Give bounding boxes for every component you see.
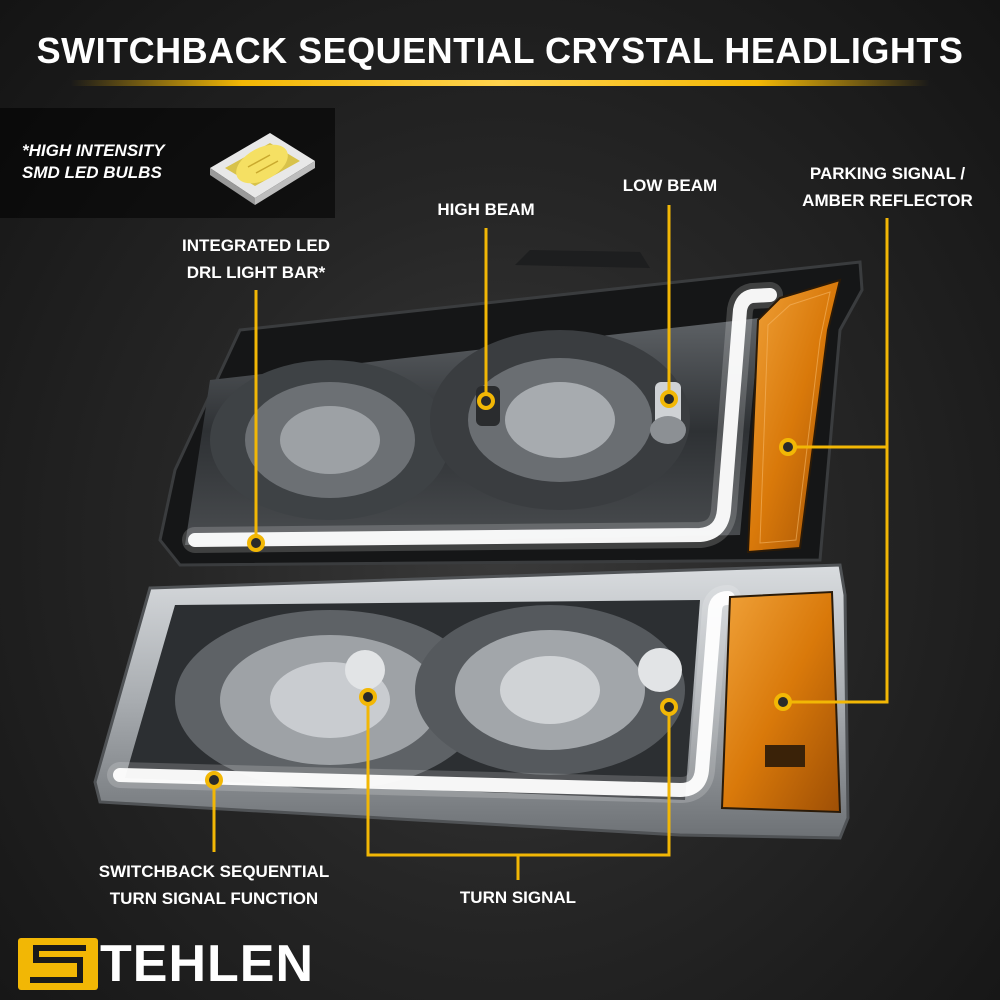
amber-reflector-callout-dot [774, 693, 792, 711]
smd-led-text: *HIGH INTENSITY SMD LED BULBS [22, 140, 165, 184]
parking-label-line1: PARKING SIGNAL / [809, 164, 966, 183]
low-beam-label: LOW BEAM [622, 176, 718, 195]
turn-signal-label: TURN SIGNAL [459, 888, 577, 907]
brand-name: TEHLEN [100, 935, 314, 993]
switchback-turn-signal-label: SWITCHBACK SEQUENTIAL TURN SIGNAL FUNCTI… [84, 858, 344, 912]
turn-signal-right-callout-dot [660, 698, 678, 716]
drl-callout-dot [247, 534, 265, 552]
drl-label-line2: DRL LIGHT BAR* [186, 263, 326, 282]
parking-signal-label: PARKING SIGNAL / AMBER REFLECTOR [785, 160, 990, 214]
smd-led-badge: *HIGH INTENSITY SMD LED BULBS [0, 108, 335, 218]
high-beam-callout-dot [477, 392, 495, 410]
switchback-label-line1: SWITCHBACK SEQUENTIAL [98, 862, 330, 881]
title-underline [70, 80, 930, 86]
switchback-label-line2: TURN SIGNAL FUNCTION [109, 889, 319, 908]
turn-signal-left-callout-dot [359, 688, 377, 706]
drl-light-bar-label: INTEGRATED LED DRL LIGHT BAR* [156, 232, 356, 286]
low-beam-callout-dot [660, 390, 678, 408]
parking-signal-callout-dot [779, 438, 797, 456]
switchback-callout-dot [205, 771, 223, 789]
smd-led-line2: SMD LED BULBS [22, 163, 162, 182]
page-title: SWITCHBACK SEQUENTIAL CRYSTAL HEADLIGHTS [36, 30, 964, 71]
smd-led-line1: *HIGH INTENSITY [22, 141, 165, 160]
smd-led-chip-icon [210, 133, 315, 205]
drl-label-line1: INTEGRATED LED [182, 236, 330, 255]
high-beam-label: HIGH BEAM [437, 200, 535, 219]
parking-label-line2: AMBER REFLECTOR [802, 191, 973, 210]
brand-s-logo-icon [18, 938, 98, 990]
